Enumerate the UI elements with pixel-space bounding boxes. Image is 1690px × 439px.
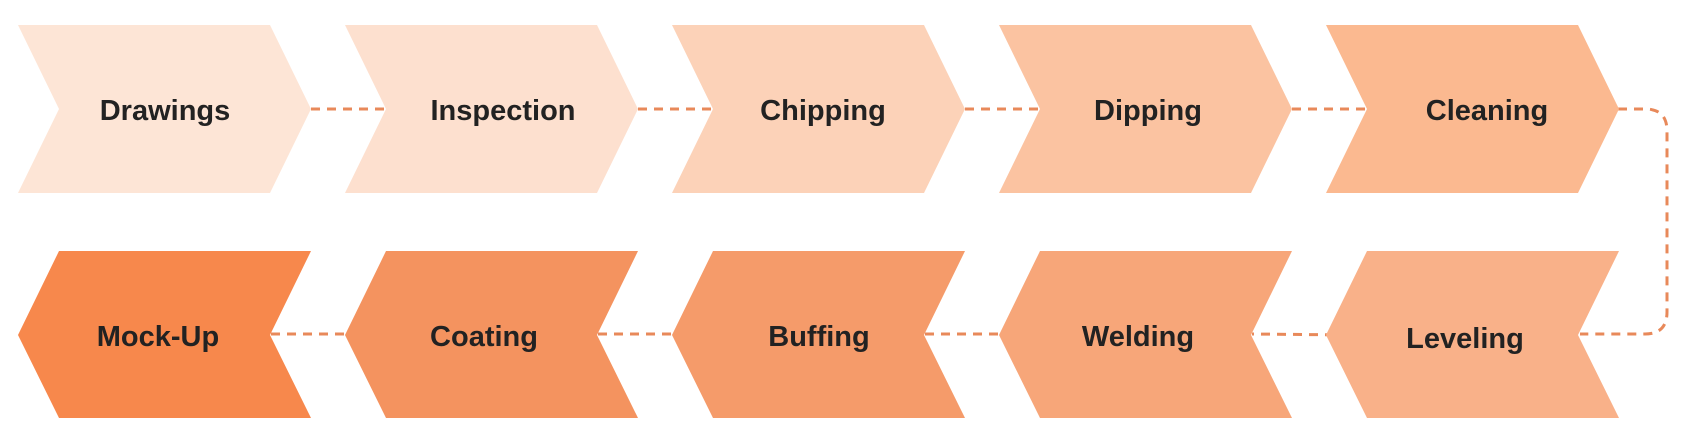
step-leveling: Leveling — [1326, 251, 1619, 418]
connector-cleaning-leveling — [1580, 107, 1669, 336]
step-drawings: Drawings — [18, 25, 311, 193]
step-mock-up: Mock-Up — [18, 251, 311, 418]
step-coating: Coating — [345, 251, 638, 418]
step-label: Coating — [430, 321, 538, 353]
chevron-shape — [999, 251, 1292, 418]
chevron-shape — [672, 251, 965, 418]
step-label: Dipping — [1094, 95, 1202, 127]
step-label: Buffing — [768, 321, 869, 353]
step-cleaning: Cleaning — [1326, 25, 1619, 193]
chevron-shape — [18, 251, 311, 418]
step-label: Chipping — [760, 95, 886, 127]
chevron-shape — [999, 25, 1292, 193]
chevron-shape — [672, 25, 965, 193]
step-welding: Welding — [999, 251, 1292, 418]
step-label: Leveling — [1406, 323, 1524, 355]
chevron-shape — [18, 25, 311, 193]
step-label: Drawings — [100, 95, 231, 127]
step-inspection: Inspection — [345, 25, 638, 193]
step-dipping: Dipping — [999, 25, 1292, 193]
chevron-shape — [345, 25, 638, 193]
chevron-shape — [345, 251, 638, 418]
step-chipping: Chipping — [672, 25, 965, 193]
chevron-shape — [1326, 251, 1619, 418]
chevron-shape — [1326, 25, 1619, 193]
step-label: Inspection — [430, 95, 575, 127]
step-label: Cleaning — [1426, 95, 1548, 127]
step-buffing: Buffing — [672, 251, 965, 418]
step-label: Mock-Up — [97, 321, 219, 353]
step-label: Welding — [1082, 321, 1194, 353]
